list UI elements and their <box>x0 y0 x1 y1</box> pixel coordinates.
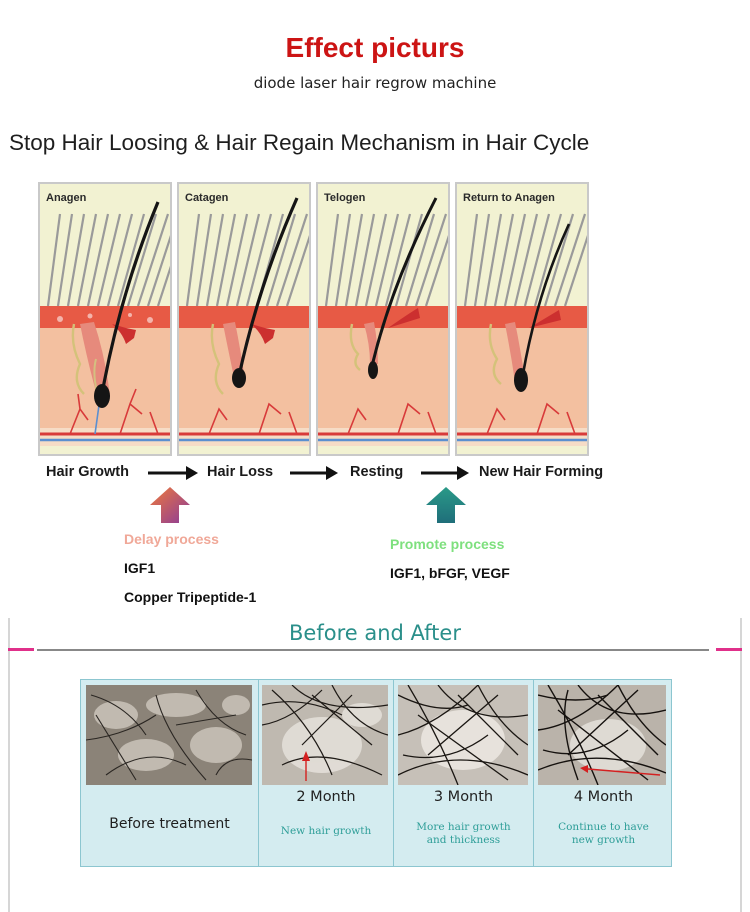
cell-separator <box>258 680 259 866</box>
panel-anagen: Anagen <box>38 182 172 456</box>
stage-hair-loss: Hair Loss <box>207 464 274 480</box>
arrow-right-icon <box>290 466 338 480</box>
cell-separator <box>533 680 534 866</box>
month-label-4: 4 Month <box>573 789 634 805</box>
caption-4-month: Continue to have new growth <box>534 821 673 847</box>
accent-tick-right <box>716 648 742 651</box>
cell-separator <box>393 680 394 866</box>
page-subtitle: diode laser hair regrow machine <box>253 74 497 92</box>
before-treatment-label: Before treatment <box>109 816 230 832</box>
caption-3-month: More hair growth and thickness <box>394 821 533 847</box>
telogen-illustration <box>318 197 448 446</box>
stage-new-hair-forming: New Hair Forming <box>479 464 604 480</box>
panel-label: Anagen <box>46 192 87 204</box>
caption-line: and thickness <box>426 834 501 846</box>
caption-line: new growth <box>571 834 636 846</box>
delay-process-label: Delay process <box>124 531 219 547</box>
delay-factor-copper: Copper Tripeptide-1 <box>124 589 257 605</box>
before-after-table: Before treatment 2 Month 3 Month 4 Month… <box>80 679 672 867</box>
delay-factor-igf1: IGF1 <box>124 560 156 576</box>
catagen-illustration <box>179 197 309 446</box>
delay-arrow-up-icon <box>150 487 190 523</box>
scalp-photo-3-month <box>398 685 528 785</box>
page-title: Effect picturs <box>285 32 465 63</box>
before-after-title: Before and After <box>289 621 461 645</box>
arrow-right-icon <box>421 466 469 480</box>
scalp-photo-4-month <box>538 685 666 785</box>
mechanism-title: Stop Hair Loosing & Hair Regain Mechanis… <box>9 130 590 155</box>
accent-tick-left <box>8 648 34 651</box>
caption-line: New hair growth <box>280 825 372 837</box>
panel-catagen: Catagen <box>177 182 311 456</box>
caption-line: More hair growth <box>416 821 511 833</box>
panel-telogen: Telogen <box>316 182 450 456</box>
scalp-photo-before <box>86 685 252 785</box>
month-label-2: 2 Month <box>296 789 356 805</box>
scalp-photo-2-month <box>262 685 388 785</box>
panel-label: Return to Anagen <box>463 192 555 204</box>
stage-hair-growth: Hair Growth <box>46 464 129 480</box>
return-to-anagen-illustration <box>457 213 587 446</box>
month-label-3: 3 Month <box>433 789 494 805</box>
caption-2-month: New hair growth <box>259 825 393 838</box>
divider-line <box>37 649 709 651</box>
panel-label: Catagen <box>185 192 229 204</box>
stage-resting: Resting <box>350 464 404 480</box>
promote-process-label: Promote process <box>390 536 505 552</box>
panel-return-to-anagen: Return to Anagen <box>455 182 589 456</box>
anagen-illustration <box>40 201 170 446</box>
caption-line: Continue to have <box>558 821 649 833</box>
arrow-right-icon <box>148 466 198 480</box>
promote-factors: IGF1, bFGF, VEGF <box>390 565 510 581</box>
panel-label: Telogen <box>324 192 366 204</box>
promote-arrow-up-icon <box>426 487 466 523</box>
before-after-frame <box>8 618 742 912</box>
